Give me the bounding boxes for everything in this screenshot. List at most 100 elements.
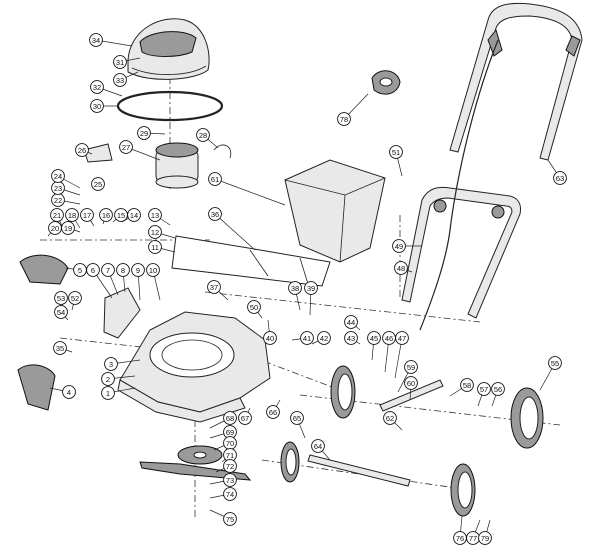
callout-72: 72	[223, 459, 237, 473]
callout-number: 11	[151, 243, 159, 252]
callout-bubble	[266, 405, 280, 419]
callout-bubble	[367, 331, 381, 345]
callout-42: 42	[317, 331, 331, 345]
callout-number: 32	[93, 83, 101, 92]
callout-number: 14	[130, 211, 138, 220]
callout-number: 18	[68, 211, 76, 220]
callout-number: 56	[494, 385, 502, 394]
callout-number: 24	[54, 172, 62, 181]
callout-bubble	[208, 172, 222, 186]
callout-bubble	[65, 208, 79, 222]
callout-50: 50	[247, 300, 261, 314]
cable	[419, 39, 499, 331]
callout-number: 15	[117, 211, 125, 220]
callout-55: 55	[548, 356, 562, 370]
callout-34: 34	[89, 33, 103, 47]
callout-17: 17	[80, 208, 94, 222]
callout-bubble	[116, 263, 130, 277]
callout-number: 63	[556, 174, 564, 183]
callout-bubble	[223, 473, 237, 487]
callout-67: 67	[238, 411, 252, 425]
callout-number: 65	[293, 414, 301, 423]
callout-number: 26	[78, 146, 86, 155]
callout-bubble	[131, 263, 145, 277]
callout-number: 70	[226, 439, 234, 448]
callout-bubble	[54, 291, 68, 305]
callout-8: 8	[116, 263, 130, 277]
callout-number: 30	[93, 102, 101, 111]
callout-35: 35	[53, 341, 67, 355]
callout-number: 8	[121, 266, 125, 275]
fan	[177, 445, 223, 465]
callout-bubble	[80, 208, 94, 222]
callout-bubble	[99, 208, 113, 222]
callout-number: 1	[106, 389, 110, 398]
callout-bubble	[394, 261, 408, 275]
callout-number: 72	[226, 462, 234, 471]
upper-handle	[449, 2, 583, 161]
callout-number: 33	[116, 76, 124, 85]
callout-bubble	[491, 382, 505, 396]
callout-bubble	[101, 263, 115, 277]
callout-30: 30	[90, 99, 104, 113]
callout-number: 43	[347, 334, 355, 343]
callout-75: 75	[223, 512, 237, 526]
callout-bubble	[223, 411, 237, 425]
callout-bubble	[223, 459, 237, 473]
callout-number: 71	[226, 451, 234, 460]
callout-number: 25	[94, 180, 102, 189]
rear-flap	[17, 364, 56, 411]
callout-2: 2	[101, 372, 115, 386]
callout-number: 64	[314, 442, 322, 451]
callout-79: 79	[478, 531, 492, 545]
callout-number: 76	[456, 534, 464, 543]
callout-40: 40	[263, 331, 277, 345]
callout-19: 19	[61, 221, 75, 235]
callout-number: 3	[109, 360, 113, 369]
callout-bubble	[290, 411, 304, 425]
callout-bubble	[404, 360, 418, 374]
callout-22: 22	[51, 193, 65, 207]
callout-15: 15	[114, 208, 128, 222]
callout-48: 48	[394, 261, 408, 275]
callout-33: 33	[113, 73, 127, 87]
callout-43: 43	[344, 331, 358, 345]
callout-13: 13	[148, 208, 162, 222]
motor	[155, 142, 199, 189]
axle-60	[379, 379, 444, 412]
callout-number: 21	[53, 211, 61, 220]
callout-number: 52	[71, 294, 79, 303]
callout-bubble	[113, 73, 127, 87]
callout-bubble	[304, 281, 318, 295]
callout-61: 61	[208, 172, 222, 186]
callout-51: 51	[389, 145, 403, 159]
callout-bubble	[196, 128, 210, 142]
bracket-28	[213, 144, 232, 159]
callout-number: 19	[64, 224, 72, 233]
callout-bubble	[119, 140, 133, 154]
leader-line-61	[214, 178, 286, 206]
callout-bubble	[89, 33, 103, 47]
callout-bubble	[208, 207, 222, 221]
callout-number: 61	[211, 175, 219, 184]
callout-bubble	[104, 357, 118, 371]
callout-bubble	[146, 263, 160, 277]
callout-47: 47	[395, 331, 409, 345]
callout-65: 65	[290, 411, 304, 425]
callout-bubble	[113, 55, 127, 69]
callout-bubble	[263, 331, 277, 345]
callout-bubble	[91, 177, 105, 191]
callout-52: 52	[68, 291, 82, 305]
callout-bubble	[288, 281, 302, 295]
callout-64: 64	[311, 439, 325, 453]
callout-number: 59	[407, 363, 415, 372]
callout-bubble	[383, 411, 397, 425]
callout-number: 75	[226, 515, 234, 524]
callout-24: 24	[51, 169, 65, 183]
callout-number: 54	[57, 308, 65, 317]
callout-21: 21	[50, 208, 64, 222]
callout-number: 2	[106, 375, 110, 384]
callout-bubble	[101, 386, 115, 400]
rear-wheel	[510, 387, 544, 449]
callout-37: 37	[207, 280, 221, 294]
